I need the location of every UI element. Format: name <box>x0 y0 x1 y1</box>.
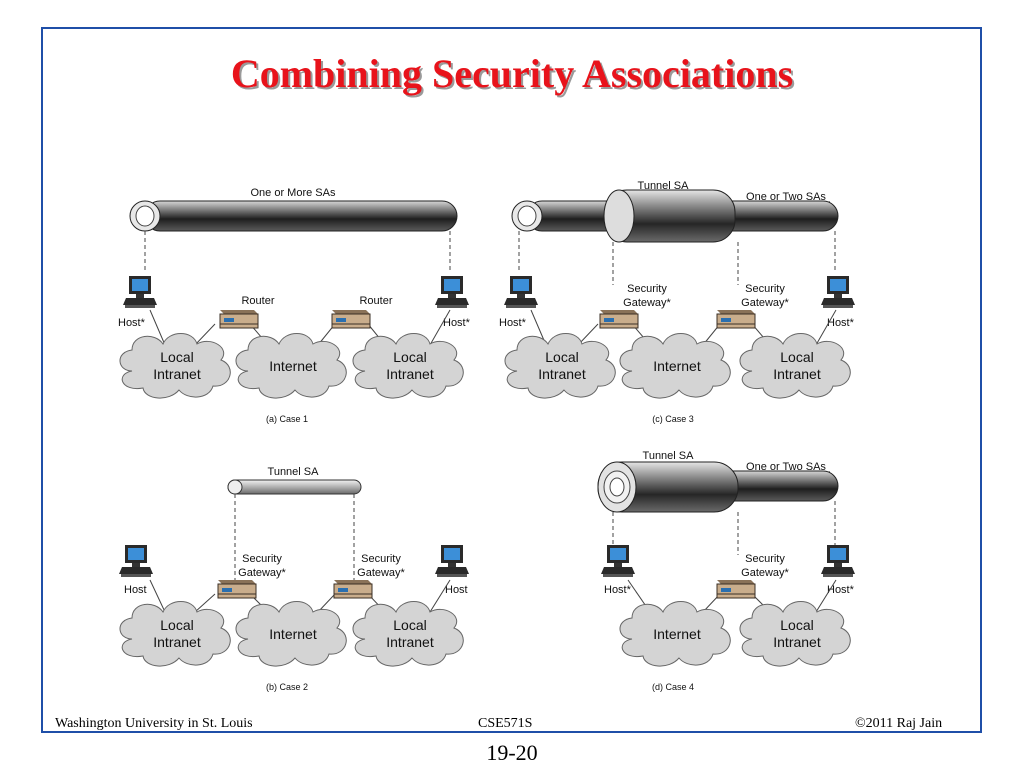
case2-gateway-right-line2: Gateway* <box>357 567 405 579</box>
case3-cloud-left-line1: Local <box>545 349 578 365</box>
case3-sa-label: One or Two SAs <box>746 191 826 203</box>
case1-cloud-left-line1: Local <box>160 349 193 365</box>
footer-course: CSE571S <box>478 716 533 731</box>
case1-sa-pipe <box>144 200 458 232</box>
case2-tunnel-label: Tunnel SA <box>268 466 320 478</box>
case2-cloud-internet-label: Internet <box>269 626 317 642</box>
case2-tunnel-pipe <box>227 479 362 495</box>
case4-gateway-right-icon <box>716 579 756 599</box>
case4-host-left-label: Host* <box>604 584 632 596</box>
case2-caption: (b) Case 2 <box>266 682 308 692</box>
case2-gateway-left-line1: Security <box>242 553 282 565</box>
case3-gateway-right-icon <box>716 309 756 329</box>
case1-host-right-label: Host* <box>443 317 471 329</box>
case3-cloud-right-line2: Intranet <box>773 366 821 382</box>
case2-host-right-icon <box>435 545 469 577</box>
case2-host-right-label: Host <box>445 584 468 596</box>
case1-group: One or More SAs Host* Host* Router Route… <box>118 187 471 424</box>
case4-cloud-internet-label: Internet <box>653 626 701 642</box>
case3-cloud-left-line2: Intranet <box>538 366 586 382</box>
case1-cloud-left-line2: Intranet <box>153 366 201 382</box>
case4-host-left-icon <box>601 545 635 577</box>
footer-copyright: ©2011 Raj Jain <box>855 716 943 731</box>
case2-cloud-right-line2: Intranet <box>386 634 434 650</box>
case4-gateway-right-line2: Gateway* <box>741 567 789 579</box>
case3-caption: (c) Case 3 <box>652 414 694 424</box>
case2-cloud-left-line1: Local <box>160 617 193 633</box>
case3-tunnel-label: Tunnel SA <box>638 180 690 192</box>
slide-title: Combining Security Associations <box>230 51 794 96</box>
case1-host-right-icon <box>435 276 469 308</box>
case4-gateway-right-line1: Security <box>745 553 785 565</box>
case3-cloud-right-line1: Local <box>780 349 813 365</box>
case2-host-left-icon <box>119 545 153 577</box>
case1-cloud-right-line1: Local <box>393 349 426 365</box>
slide-frame <box>41 27 982 733</box>
case3-cloud-internet-label: Internet <box>653 358 701 374</box>
case1-router-right-icon <box>331 309 371 329</box>
case1-router-right-label: Router <box>359 295 392 307</box>
case2-gateway-left-icon <box>217 579 257 599</box>
case3-gateway-left-line1: Security <box>627 283 667 295</box>
case2-gateway-left-line2: Gateway* <box>238 567 286 579</box>
case1-router-left-label: Router <box>241 295 274 307</box>
case3-group: Tunnel SA One or Two SAs Host* Host* Sec… <box>499 180 855 424</box>
case2-gateway-right-icon <box>333 579 373 599</box>
case4-cloud-right-line2: Intranet <box>773 634 821 650</box>
case3-gateway-right-line1: Security <box>745 283 785 295</box>
footer-institution: Washington University in St. Louis <box>55 716 253 731</box>
case3-gateway-right-line2: Gateway* <box>741 297 789 309</box>
case3-gateway-left-icon <box>599 309 639 329</box>
case4-cloud-right-line1: Local <box>780 617 813 633</box>
case4-tunnel-label: Tunnel SA <box>643 450 695 462</box>
case3-gateway-left-line2: Gateway* <box>623 297 671 309</box>
page-number: 19-20 <box>486 740 538 765</box>
case1-cloud-right-line2: Intranet <box>386 366 434 382</box>
case1-cloud-internet-label: Internet <box>269 358 317 374</box>
case4-group: Tunnel SA One or Two SAs Host* Host* Sec… <box>597 450 855 692</box>
case1-router-left-icon <box>219 309 259 329</box>
case2-group: Tunnel SA Host Host Security Gateway* Se… <box>119 466 469 692</box>
case4-caption: (d) Case 4 <box>652 682 694 692</box>
case4-host-right-icon <box>821 545 855 577</box>
case3-host-left-label: Host* <box>499 317 527 329</box>
case4-host-right-label: Host* <box>827 584 855 596</box>
case4-sa-label: One or Two SAs <box>746 461 826 473</box>
case3-host-right-icon <box>821 276 855 308</box>
case2-cloud-left-line2: Intranet <box>153 634 201 650</box>
case3-host-left-icon <box>504 276 538 308</box>
case1-host-left-label: Host* <box>118 317 146 329</box>
case1-sa-label: One or More SAs <box>251 187 336 199</box>
case1-host-left-icon <box>123 276 157 308</box>
case1-caption: (a) Case 1 <box>266 414 308 424</box>
case2-cloud-right-line1: Local <box>393 617 426 633</box>
case2-host-left-label: Host <box>124 584 147 596</box>
case2-gateway-right-line1: Security <box>361 553 401 565</box>
case3-host-right-label: Host* <box>827 317 855 329</box>
